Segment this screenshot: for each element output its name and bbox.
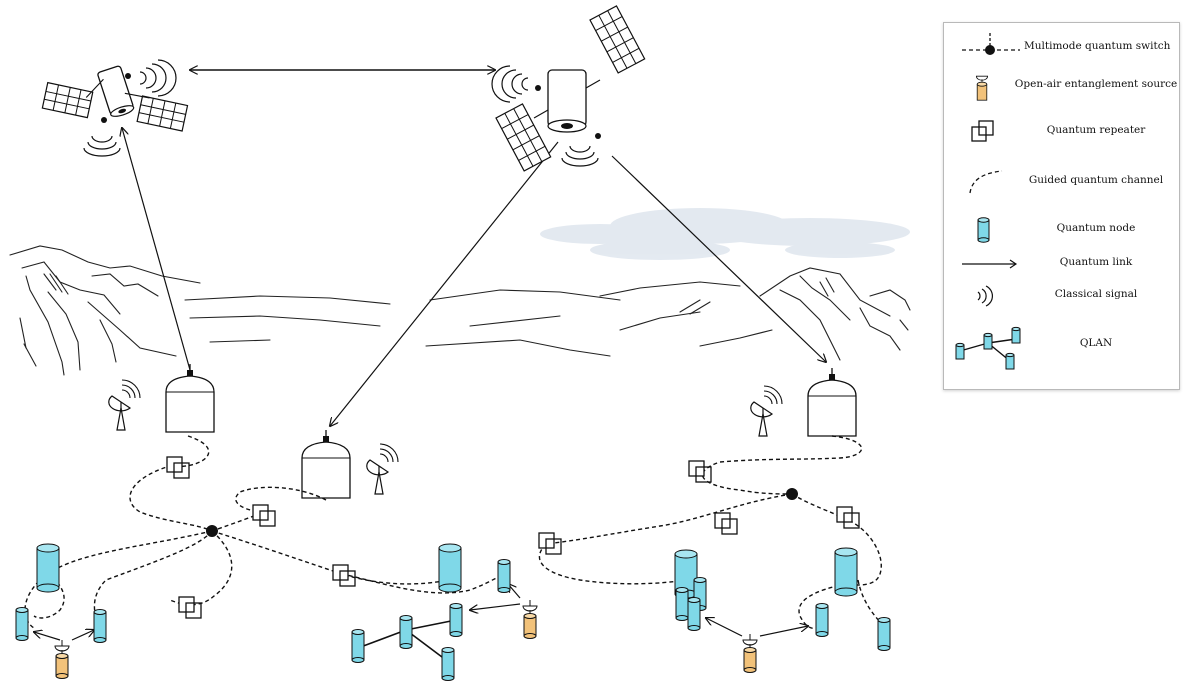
legend-item-qlan: QLAN xyxy=(944,323,1181,373)
quantum-switch-icon xyxy=(962,33,1020,55)
cloud-decoration xyxy=(540,208,910,260)
quantum-switches xyxy=(206,488,798,537)
legend-item-quantum-switch: Multimode quantum switch xyxy=(944,33,1181,63)
legend-label: Quantum repeater xyxy=(1046,124,1146,136)
legend-label: Open-air entanglement source xyxy=(1014,78,1178,90)
legend-label: Quantum node xyxy=(1056,222,1136,234)
classical-signal-right-sat xyxy=(491,65,599,167)
legend-item-quantum-repeater: Quantum repeater xyxy=(944,117,1181,147)
legend-item-classical-signal: Classical signal xyxy=(944,281,1181,311)
legend-item-quantum-link: Quantum link xyxy=(944,249,1181,279)
guided-channel-icon xyxy=(969,170,1003,194)
legend-label: Multimode quantum switch xyxy=(1024,40,1171,52)
legend-label: Classical signal xyxy=(1054,288,1138,300)
ground-station-center xyxy=(301,429,399,499)
classical-signal-icon xyxy=(977,285,994,307)
ground-station-right xyxy=(750,367,857,437)
legend: Multimode quantum switch Open-air entang… xyxy=(943,22,1180,390)
satellite-left xyxy=(41,65,189,132)
quantum-link-icon xyxy=(962,259,1018,269)
quantum-links xyxy=(34,128,826,641)
legend-item-quantum-node: Quantum node xyxy=(944,215,1181,245)
mountain-landscape xyxy=(9,245,911,376)
legend-item-entanglement-source: Open-air entanglement source xyxy=(944,71,1181,101)
satellite-right xyxy=(495,5,646,172)
quantum-node-icon xyxy=(977,217,990,243)
legend-label: Guided quantum channel xyxy=(1028,174,1164,186)
legend-label: QLAN xyxy=(1079,337,1113,349)
legend-label: Quantum link xyxy=(1059,256,1133,268)
entanglement-source-icon xyxy=(975,75,989,101)
quantum-repeater-icon xyxy=(971,120,994,142)
qlan-icon xyxy=(955,326,1021,370)
classical-signal-left-sat xyxy=(83,59,177,157)
guided-quantum-channels xyxy=(24,435,885,630)
quantum-repeaters xyxy=(166,456,860,619)
legend-item-guided-channel: Guided quantum channel xyxy=(944,167,1181,197)
ground-station-left xyxy=(108,363,215,433)
